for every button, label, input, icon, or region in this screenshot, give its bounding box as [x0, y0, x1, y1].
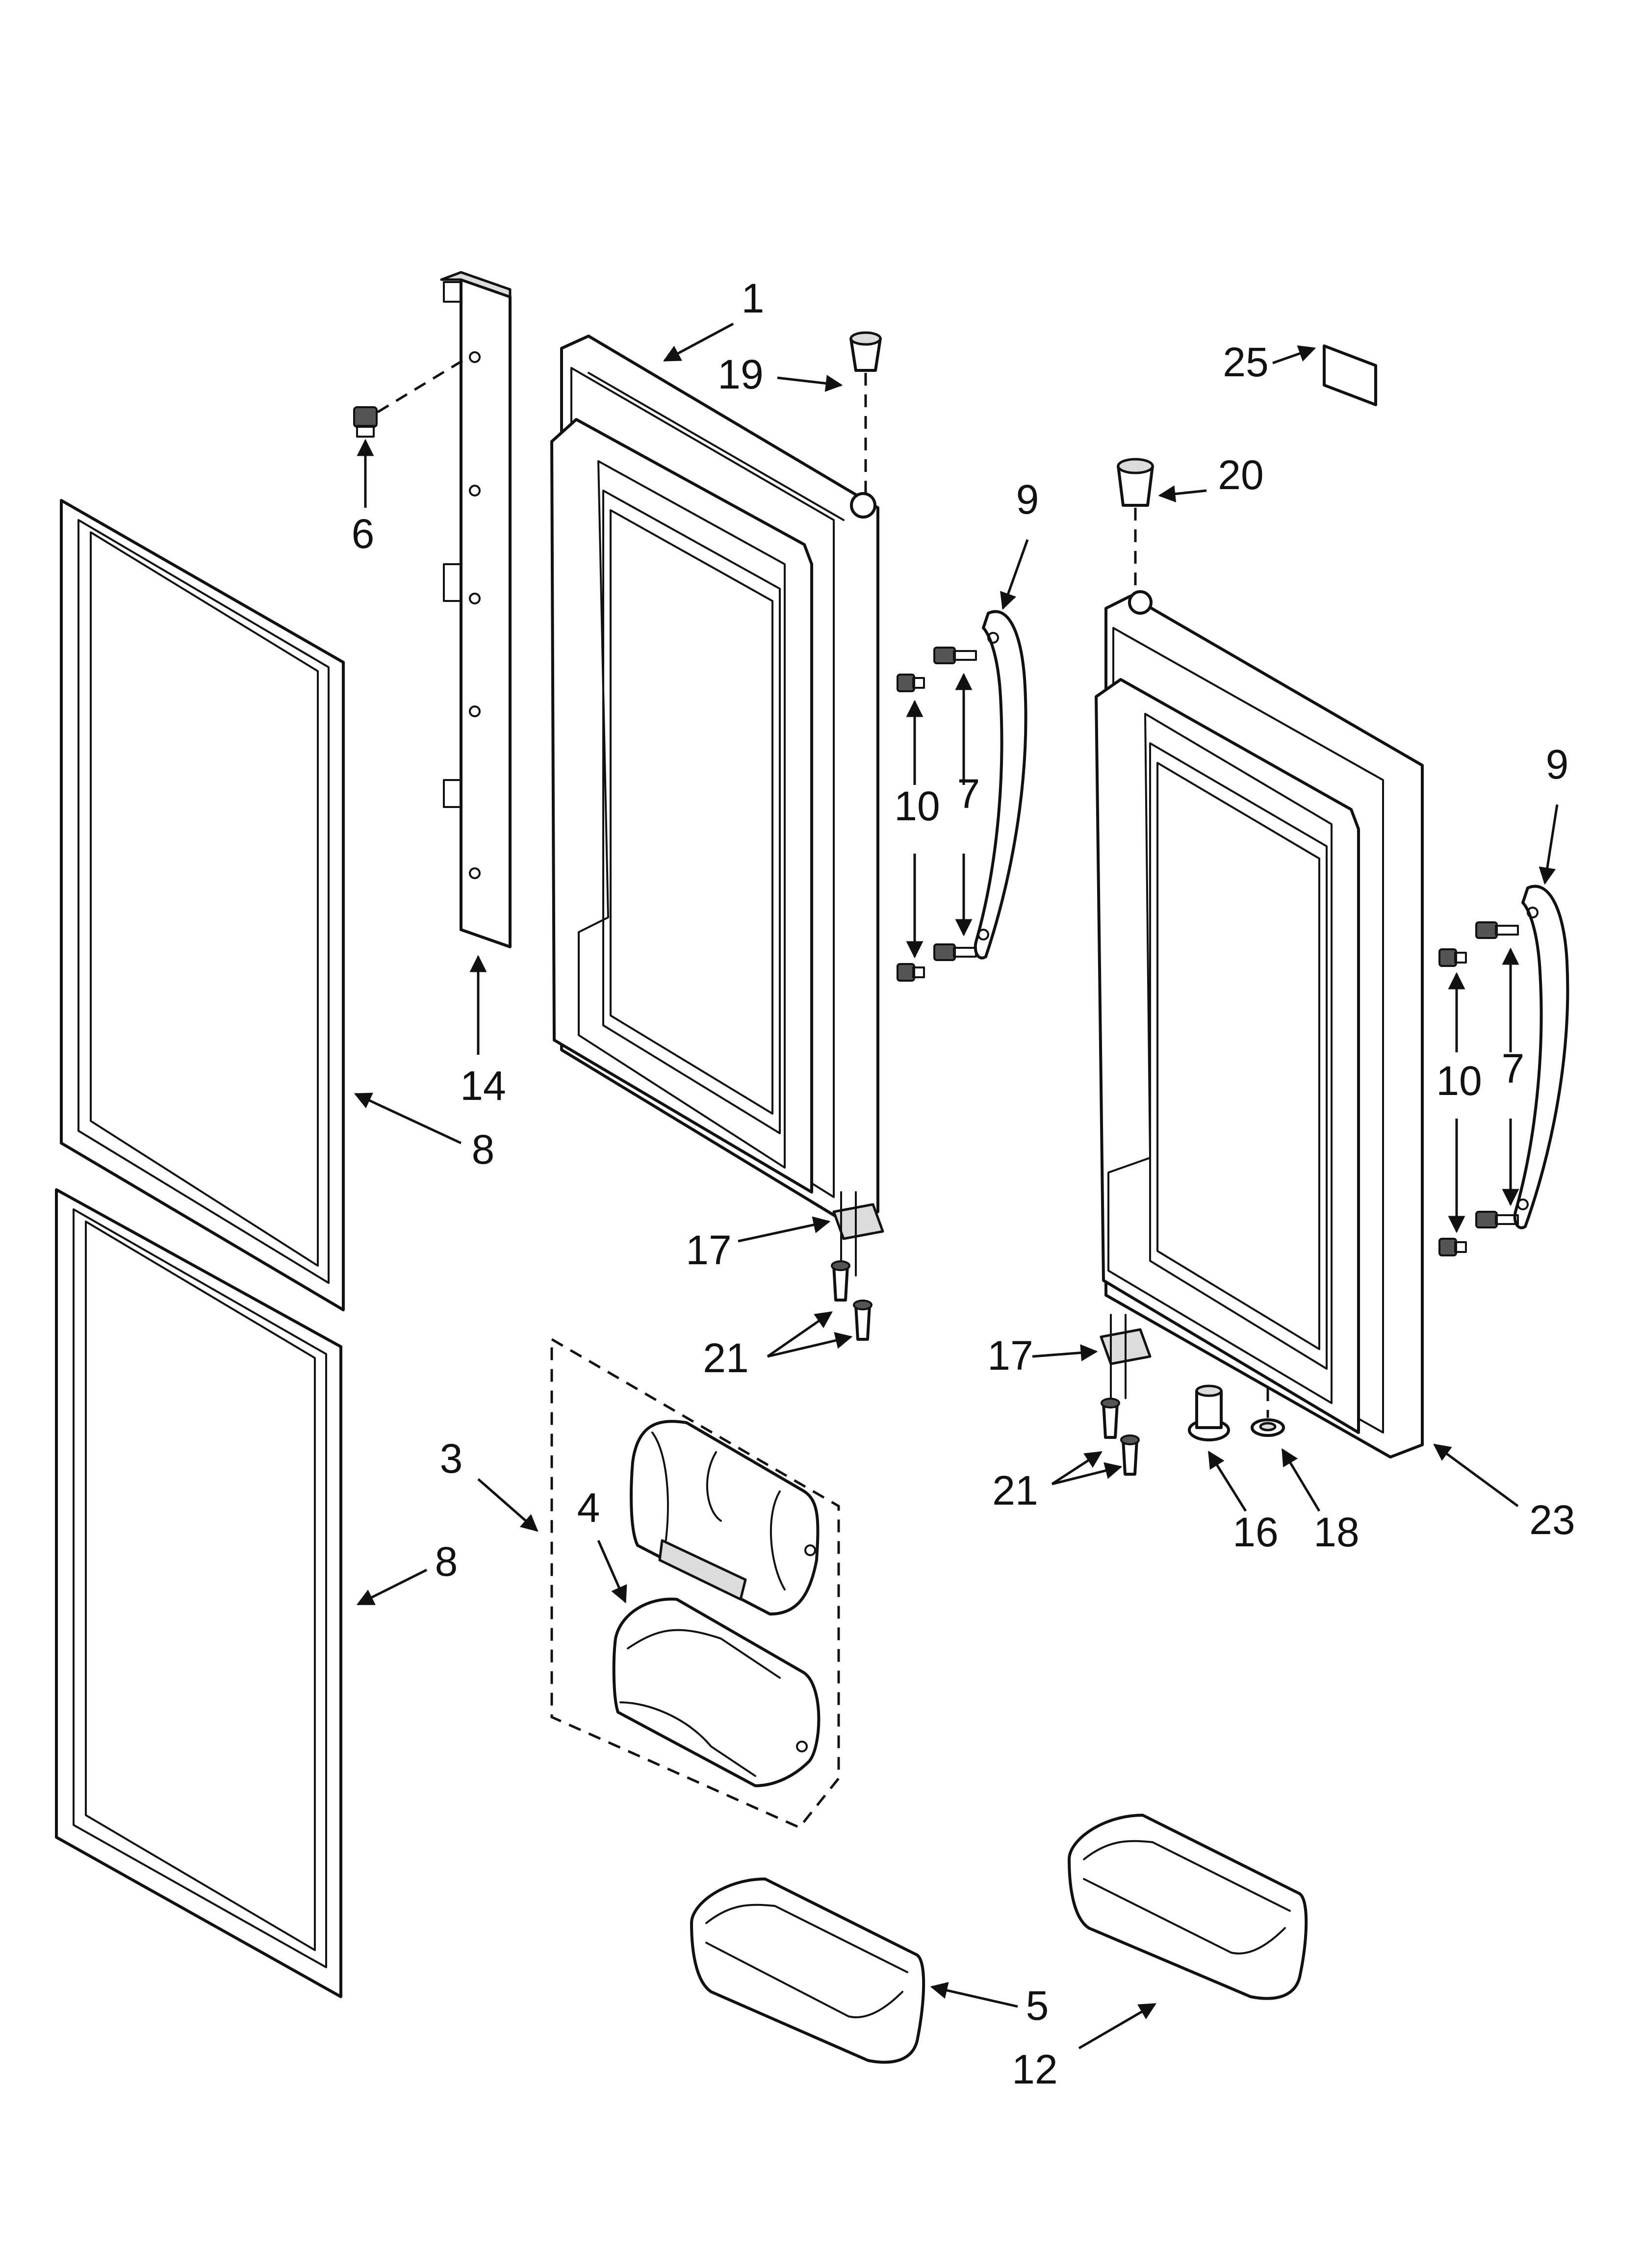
bin-cover: [630, 1420, 820, 1616]
hinge-plug-20: [1117, 458, 1154, 589]
door-gasket-upper: [60, 499, 345, 1311]
callout-7-left: 7: [957, 771, 980, 817]
callout-12: 12: [1012, 2046, 1057, 2092]
callout-9-left: 9: [1016, 476, 1039, 522]
screw-21-left: [831, 1260, 872, 1341]
door-bin-5: [690, 1877, 925, 2064]
label-25: [1323, 344, 1377, 406]
callout-8-upper: 8: [472, 1126, 495, 1173]
callout-17-left: 17: [686, 1227, 731, 1273]
door-left: [550, 335, 879, 1225]
bin-tray-4: [612, 1597, 821, 1787]
callout-7-right: 7: [1502, 1045, 1525, 1092]
leader-arrows: [354, 322, 1559, 2050]
callout-10-right: 10: [1436, 1058, 1482, 1104]
callout-16: 16: [1232, 1509, 1278, 1555]
washer-18: [1251, 1388, 1285, 1437]
screw-21-right: [1101, 1398, 1140, 1476]
callout-10-left: 10: [894, 783, 940, 829]
hinge-bracket-right: [1100, 1314, 1152, 1399]
spacer-screw-set-left: [897, 647, 977, 982]
callout-23: 23: [1529, 1497, 1575, 1543]
callout-6: 6: [352, 511, 375, 557]
spacer-screw-set-right: [1438, 921, 1519, 1256]
hinge-plug-19: [849, 331, 882, 493]
callout-21-right: 21: [992, 1467, 1038, 1513]
callout-8-lower: 8: [435, 1538, 458, 1585]
callout-21-left: 21: [703, 1335, 748, 1381]
callout-25: 25: [1223, 339, 1268, 385]
callout-17-right: 17: [987, 1332, 1033, 1379]
callout-labels: 1 19 25 20 6 9 10 7 9 14 8 10 7 17 21 17…: [352, 275, 1575, 2092]
callout-14: 14: [460, 1063, 506, 1109]
screw-6: [353, 356, 469, 438]
hinge-pin-16: [1188, 1384, 1230, 1441]
callout-3: 3: [440, 1435, 463, 1482]
callout-5: 5: [1026, 1982, 1049, 2029]
door-bin-12: [1068, 1814, 1308, 2000]
door-handle-left: [974, 610, 1027, 960]
hinge-strip: [440, 271, 512, 948]
callout-9-right: 9: [1546, 741, 1569, 787]
callout-18: 18: [1313, 1509, 1359, 1555]
door-gasket-lower: [55, 1188, 342, 1998]
callout-1: 1: [742, 275, 765, 321]
door-right: [1095, 590, 1424, 1459]
bin-assembly-3: [550, 1337, 840, 1829]
callout-20: 20: [1218, 452, 1263, 498]
callout-4: 4: [577, 1485, 600, 1531]
callout-19: 19: [718, 351, 763, 397]
